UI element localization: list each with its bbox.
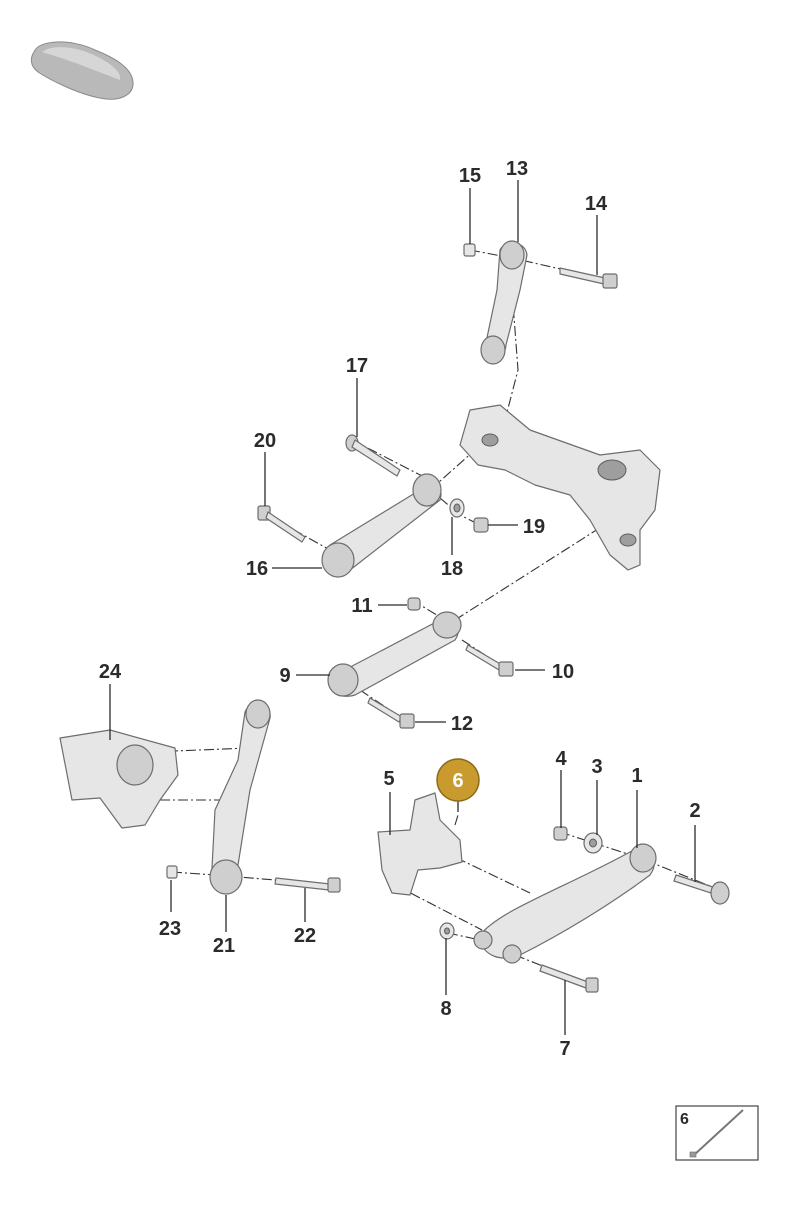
vehicle-thumbnail-icon <box>30 41 134 100</box>
callout-1[interactable]: 1 <box>631 765 642 787</box>
callout-4[interactable]: 4 <box>555 748 567 770</box>
callout-18[interactable]: 18 <box>441 558 463 580</box>
callout-15[interactable]: 15 <box>459 165 481 187</box>
part-12-bolt <box>367 697 415 729</box>
cable-tie-icon <box>689 1109 744 1158</box>
detail-thumbnail-label: 6 <box>680 1111 689 1128</box>
part-3-washer <box>583 832 603 854</box>
part-14-bolt <box>559 267 618 289</box>
part-19-nut <box>473 517 489 533</box>
part-22-bolt <box>274 877 341 893</box>
part-13-upper-link <box>480 240 528 365</box>
part-subframe <box>459 404 661 571</box>
callout-13[interactable]: 13 <box>506 158 528 180</box>
part-11-nut <box>407 597 421 611</box>
callout-5[interactable]: 5 <box>383 768 394 790</box>
part-4-nut <box>553 826 568 841</box>
callout-6-highlighted[interactable]: 6 <box>436 758 480 802</box>
part-8-washer <box>439 922 455 940</box>
part-7-bolt <box>539 964 599 993</box>
callout-9[interactable]: 9 <box>279 665 290 687</box>
callout-24[interactable]: 24 <box>99 661 122 683</box>
callout-23[interactable]: 23 <box>159 918 181 940</box>
part-17-bolt <box>345 434 401 477</box>
callout-14[interactable]: 14 <box>585 193 608 215</box>
part-5-shield <box>377 792 463 896</box>
callout-10[interactable]: 10 <box>552 661 574 683</box>
part-9-lateral-link <box>327 611 462 697</box>
part-18-washer <box>449 498 465 518</box>
part-2-bolt <box>673 874 730 905</box>
callout-6[interactable]: 6 <box>452 770 463 792</box>
part-24-bracket <box>59 729 179 829</box>
callout-22[interactable]: 22 <box>294 925 316 947</box>
callout-labels: 1 2 3 4 5 6 7 8 9 10 11 12 13 14 15 16 1… <box>99 158 701 1060</box>
callout-12[interactable]: 12 <box>451 713 473 735</box>
part-15-nut <box>463 243 476 257</box>
callout-2[interactable]: 2 <box>689 800 700 822</box>
callout-8[interactable]: 8 <box>440 998 451 1020</box>
leader-lines <box>109 180 696 1035</box>
part-16-control-arm <box>321 473 442 578</box>
callout-7[interactable]: 7 <box>559 1038 570 1060</box>
callout-17[interactable]: 17 <box>346 355 368 377</box>
part-23-nut <box>166 865 178 879</box>
part-10-bolt <box>465 644 514 677</box>
part-20-bolt <box>257 505 306 543</box>
callout-11[interactable]: 11 <box>351 595 372 617</box>
callout-19[interactable]: 19 <box>523 516 545 538</box>
part-21-link <box>209 699 271 895</box>
callout-16[interactable]: 16 <box>246 558 268 580</box>
part-1-lower-arm <box>473 843 657 964</box>
callout-21[interactable]: 21 <box>213 935 235 957</box>
callout-20[interactable]: 20 <box>254 430 276 452</box>
detail-thumbnail[interactable]: 6 <box>675 1105 759 1161</box>
callout-3[interactable]: 3 <box>591 756 602 778</box>
